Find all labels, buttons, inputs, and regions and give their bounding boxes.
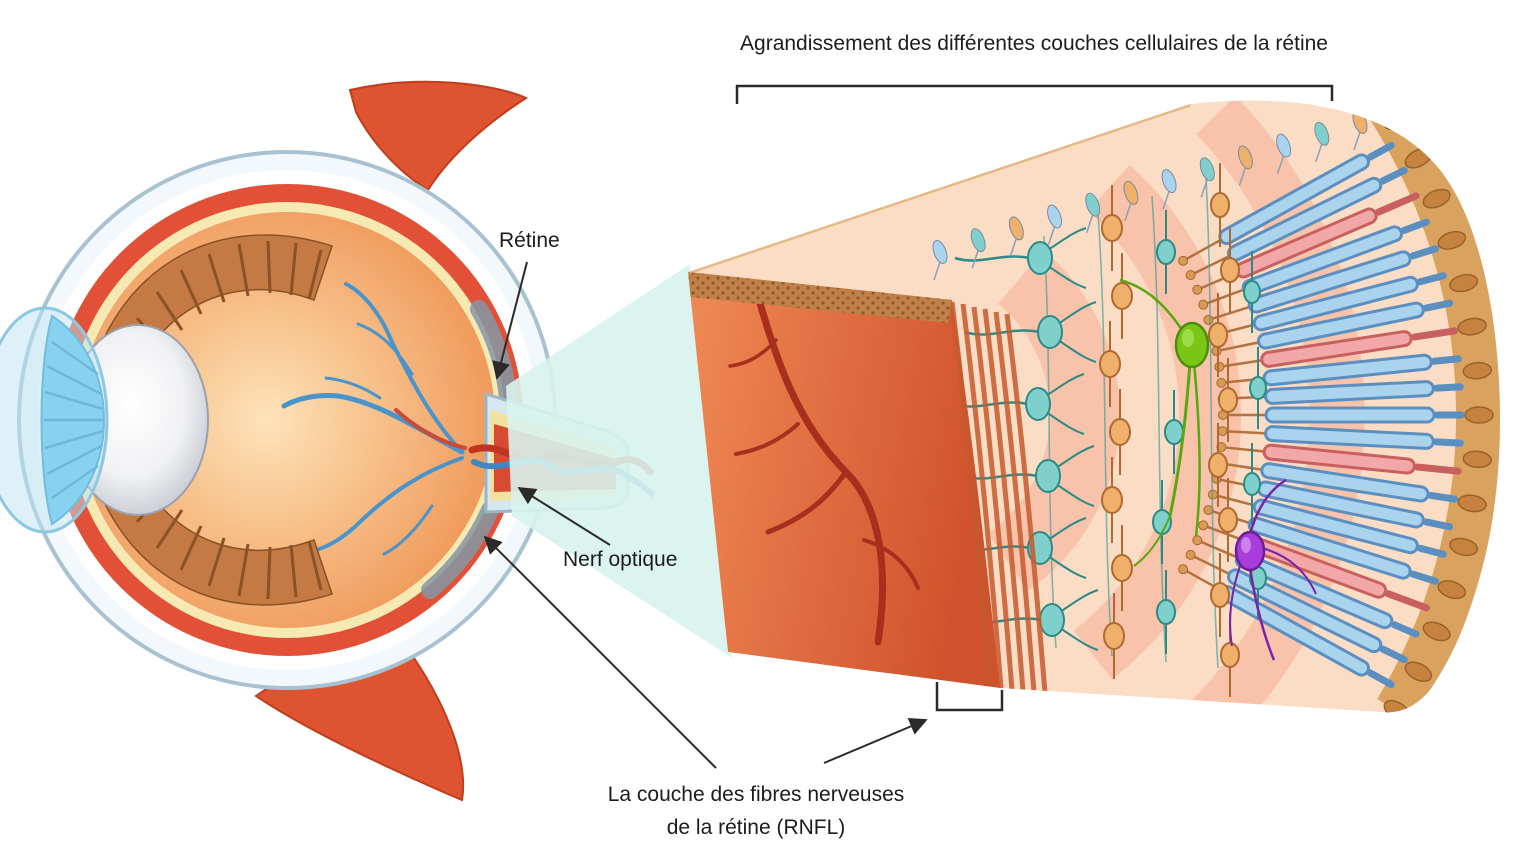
epithelium-cell (1404, 661, 1433, 683)
bipolar-cell (1220, 228, 1240, 312)
top-surface-cell (1085, 192, 1101, 233)
top-surface-cell (1276, 133, 1292, 174)
epithelium-cell (1462, 450, 1493, 469)
top-surface-cell (1199, 157, 1215, 198)
ciliary-body-upper (103, 234, 333, 376)
rod-cell (1218, 406, 1465, 424)
top-surface-cell (970, 228, 986, 269)
epithelium-cell (1383, 699, 1411, 713)
label-rnfl: La couche des fibres nerveuses de la rét… (556, 779, 956, 844)
bipolar-cell (1103, 593, 1125, 679)
bipolar-cell (1220, 613, 1240, 697)
rod-cell (1207, 489, 1447, 558)
rod-cell (1178, 141, 1395, 266)
bipolar-cell (1218, 478, 1238, 562)
rnfl-blood-vessel (728, 292, 920, 646)
block-top-edge (688, 101, 1191, 275)
retinal-blood-vessels (281, 282, 467, 556)
arrow-rnfl-right (823, 717, 928, 764)
horizontal-cell (1249, 347, 1267, 429)
top-surface-cell (932, 240, 948, 281)
arrow-rnfl-left (483, 535, 717, 769)
cone-cell (1216, 442, 1462, 475)
rod-cell (1198, 218, 1430, 310)
photoreceptor-layer (1178, 141, 1465, 689)
rod-cell (1211, 473, 1454, 531)
bipolar-cell (1109, 389, 1131, 475)
bipolar-cell (1111, 525, 1133, 611)
label-retina: Rétine (499, 229, 560, 252)
epithelium-cell (1422, 188, 1451, 209)
rod-cell (1214, 458, 1459, 503)
green-cell (1119, 278, 1210, 567)
label-optic-nerve: Nerf optique (563, 548, 678, 571)
magnification-beam (506, 264, 732, 658)
bipolar-cell (1111, 253, 1133, 339)
bipolar-cell (1099, 321, 1121, 407)
rod-cell (1203, 505, 1440, 585)
bipolar-cell (1208, 423, 1228, 507)
vitreous-body (79, 212, 495, 628)
nerve-fiber-striations (949, 301, 1048, 694)
epithelium-cell (1449, 273, 1479, 293)
choroid-top-strip (688, 272, 952, 323)
top-bracket (735, 84, 1334, 104)
top-surface-cell (1314, 121, 1330, 163)
bipolar-cell (1208, 293, 1228, 377)
amacrine-cell (1156, 210, 1176, 294)
arrow-optic-nerve (517, 487, 611, 546)
epithelium-cell (1437, 580, 1467, 600)
cone-cell (1214, 327, 1459, 372)
rod-cell (1185, 166, 1408, 281)
epithelium-cell (1462, 361, 1493, 380)
top-surface-cell (1161, 169, 1177, 210)
amacrine-cell (1156, 570, 1176, 654)
ganglion-cell (954, 227, 1087, 289)
rod-cell (1178, 564, 1395, 689)
rod-cell (1216, 353, 1462, 388)
horizontal-cell (1243, 443, 1261, 525)
epithelium-cell (1464, 406, 1494, 424)
annotation-arrows (483, 261, 928, 769)
eye-muscle-top (348, 80, 529, 192)
bipolar-cell (1210, 553, 1230, 637)
purple-cell (1229, 478, 1317, 661)
bipolar-cell (1210, 163, 1230, 247)
cornea (0, 306, 109, 534)
top-surface-cell (1123, 180, 1139, 222)
label-rnfl-line2: de la rétine (RNFL) (666, 815, 846, 839)
epithelium-cell (1457, 494, 1487, 513)
ganglion-cell (964, 301, 1097, 363)
bottom-bracket (935, 682, 1004, 712)
arrow-retina (492, 261, 528, 380)
top-surface-cell (1008, 216, 1024, 257)
amacrine-cell (1152, 480, 1172, 564)
epithelium-cell (1422, 621, 1451, 642)
bipolar-cell (1101, 457, 1123, 543)
epithelium-cell (1437, 230, 1467, 250)
top-surface-cells (932, 110, 1368, 281)
rnfl-face (688, 272, 1000, 688)
top-surface-cell (1237, 145, 1253, 186)
rod-cell (1203, 245, 1440, 325)
retina-enlargement (688, 100, 1500, 713)
top-surface-cell (1047, 204, 1063, 245)
label-rnfl-line1: La couche des fibres nerveuses (607, 783, 905, 806)
horizontal-cell (1243, 251, 1261, 333)
diagram-title: Agrandissement des différentes couches c… (740, 32, 1328, 55)
bipolar-cell (1101, 185, 1123, 271)
epithelium-cell (1449, 537, 1479, 557)
epithelium-cell (1457, 317, 1487, 336)
bipolar-cell (1218, 358, 1238, 442)
